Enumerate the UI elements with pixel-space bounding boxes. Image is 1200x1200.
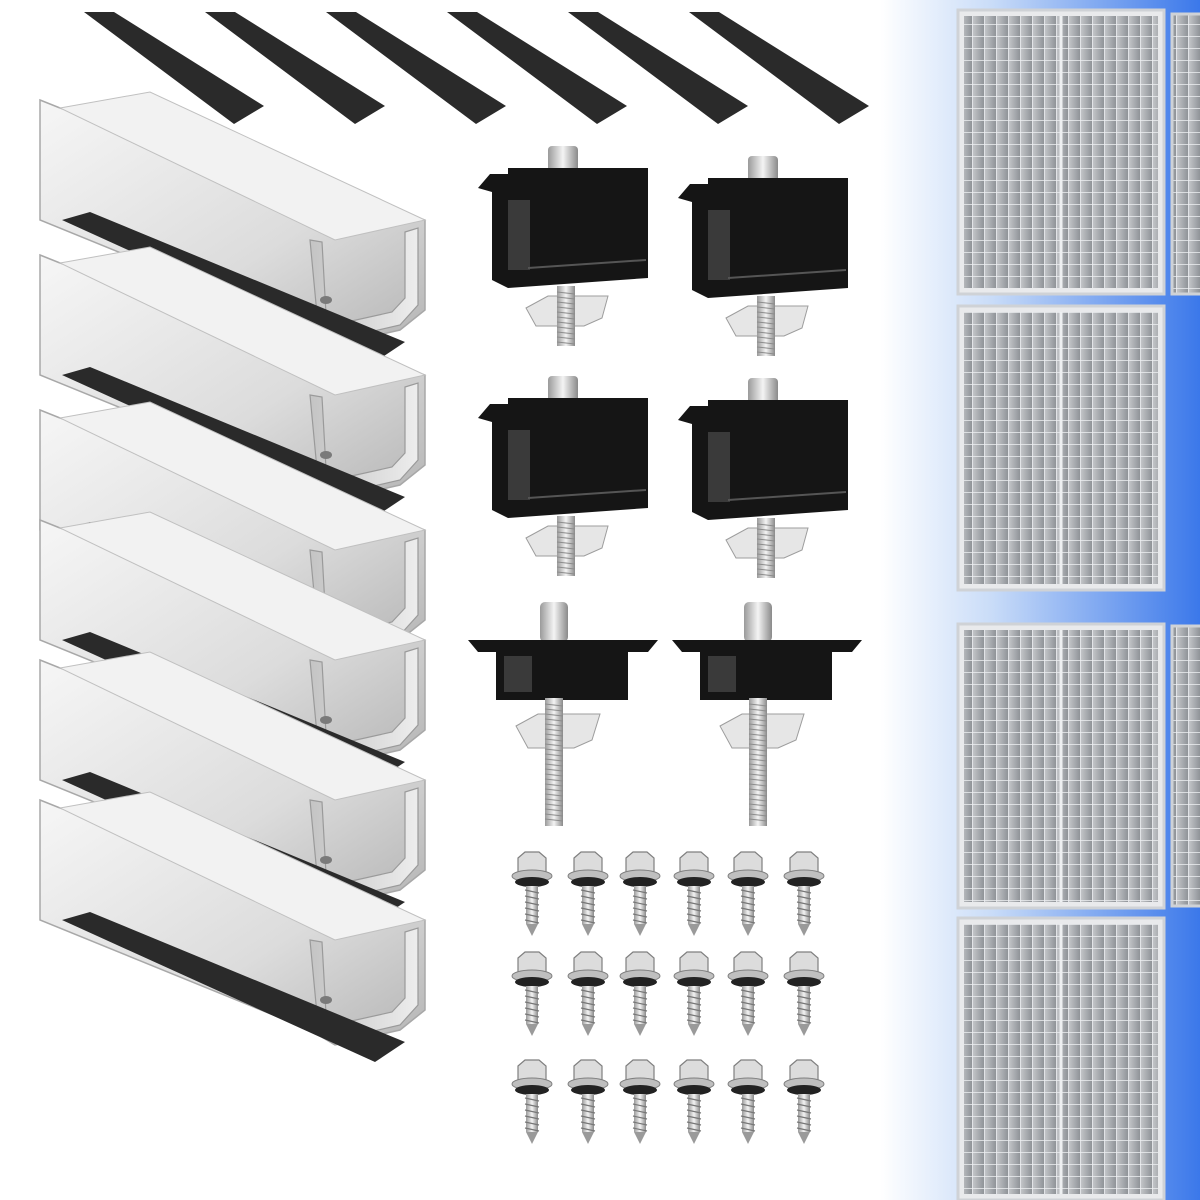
screw-icon	[783, 851, 825, 936]
screw-icon	[511, 951, 553, 1036]
rubber-strip-icon	[326, 12, 506, 124]
screw-icon	[567, 1059, 609, 1144]
rubber-strip-icon	[689, 12, 869, 124]
screw-icon	[511, 1059, 553, 1144]
rail-hole	[320, 716, 332, 724]
top-rubber-strips	[84, 12, 869, 124]
solar-panel-icon	[1170, 12, 1200, 296]
rail-icon	[39, 511, 427, 766]
solar-panel-icon	[956, 8, 1166, 296]
rail-icon	[39, 791, 427, 1046]
screw-icon	[619, 1059, 661, 1144]
screw-icon	[567, 851, 609, 936]
bolt-shaft	[749, 698, 767, 826]
screw-icon	[783, 951, 825, 1036]
rail-hole	[320, 451, 332, 459]
screw-icon	[673, 951, 715, 1036]
screw-icon	[511, 851, 553, 936]
clamp-icon	[478, 376, 648, 576]
clamps	[468, 146, 862, 826]
screw-icon	[619, 851, 661, 936]
solar-panel-icon	[956, 916, 1166, 1200]
screw-icon	[673, 851, 715, 936]
solar-panel-icon	[956, 622, 1166, 910]
bolt-shaft	[557, 286, 575, 346]
solar-panel-icon	[1170, 624, 1200, 908]
rubber-strip-icon	[205, 12, 385, 124]
rail-hole	[320, 856, 332, 864]
self-drilling-screws	[511, 851, 825, 1144]
screw-icon	[727, 1059, 769, 1144]
rubber-strip-icon	[62, 912, 405, 1062]
rubber-strip-icon	[568, 12, 748, 124]
bolt-shaft	[757, 518, 775, 578]
rail-hole	[320, 996, 332, 1004]
rubber-strip-icon	[447, 12, 627, 124]
clamp-icon	[678, 378, 848, 578]
solar-panels	[956, 8, 1200, 1200]
bolt-shaft	[557, 516, 575, 576]
rubber-strip-icon	[84, 12, 264, 124]
screw-icon	[619, 951, 661, 1036]
clamp-icon	[478, 146, 648, 346]
screw-icon	[727, 951, 769, 1036]
screw-icon	[673, 1059, 715, 1144]
bolt-shaft	[757, 296, 775, 356]
rail-hole	[320, 296, 332, 304]
clamp-icon	[678, 156, 848, 356]
screw-icon	[727, 851, 769, 936]
clamp-icon	[468, 602, 658, 826]
solar-panel-icon	[956, 304, 1166, 592]
aluminium-rails	[39, 91, 427, 1062]
screw-icon	[567, 951, 609, 1036]
rail-icon	[39, 91, 427, 346]
bolt-shaft	[545, 698, 563, 826]
screw-icon	[783, 1059, 825, 1144]
clamp-icon	[672, 602, 862, 826]
